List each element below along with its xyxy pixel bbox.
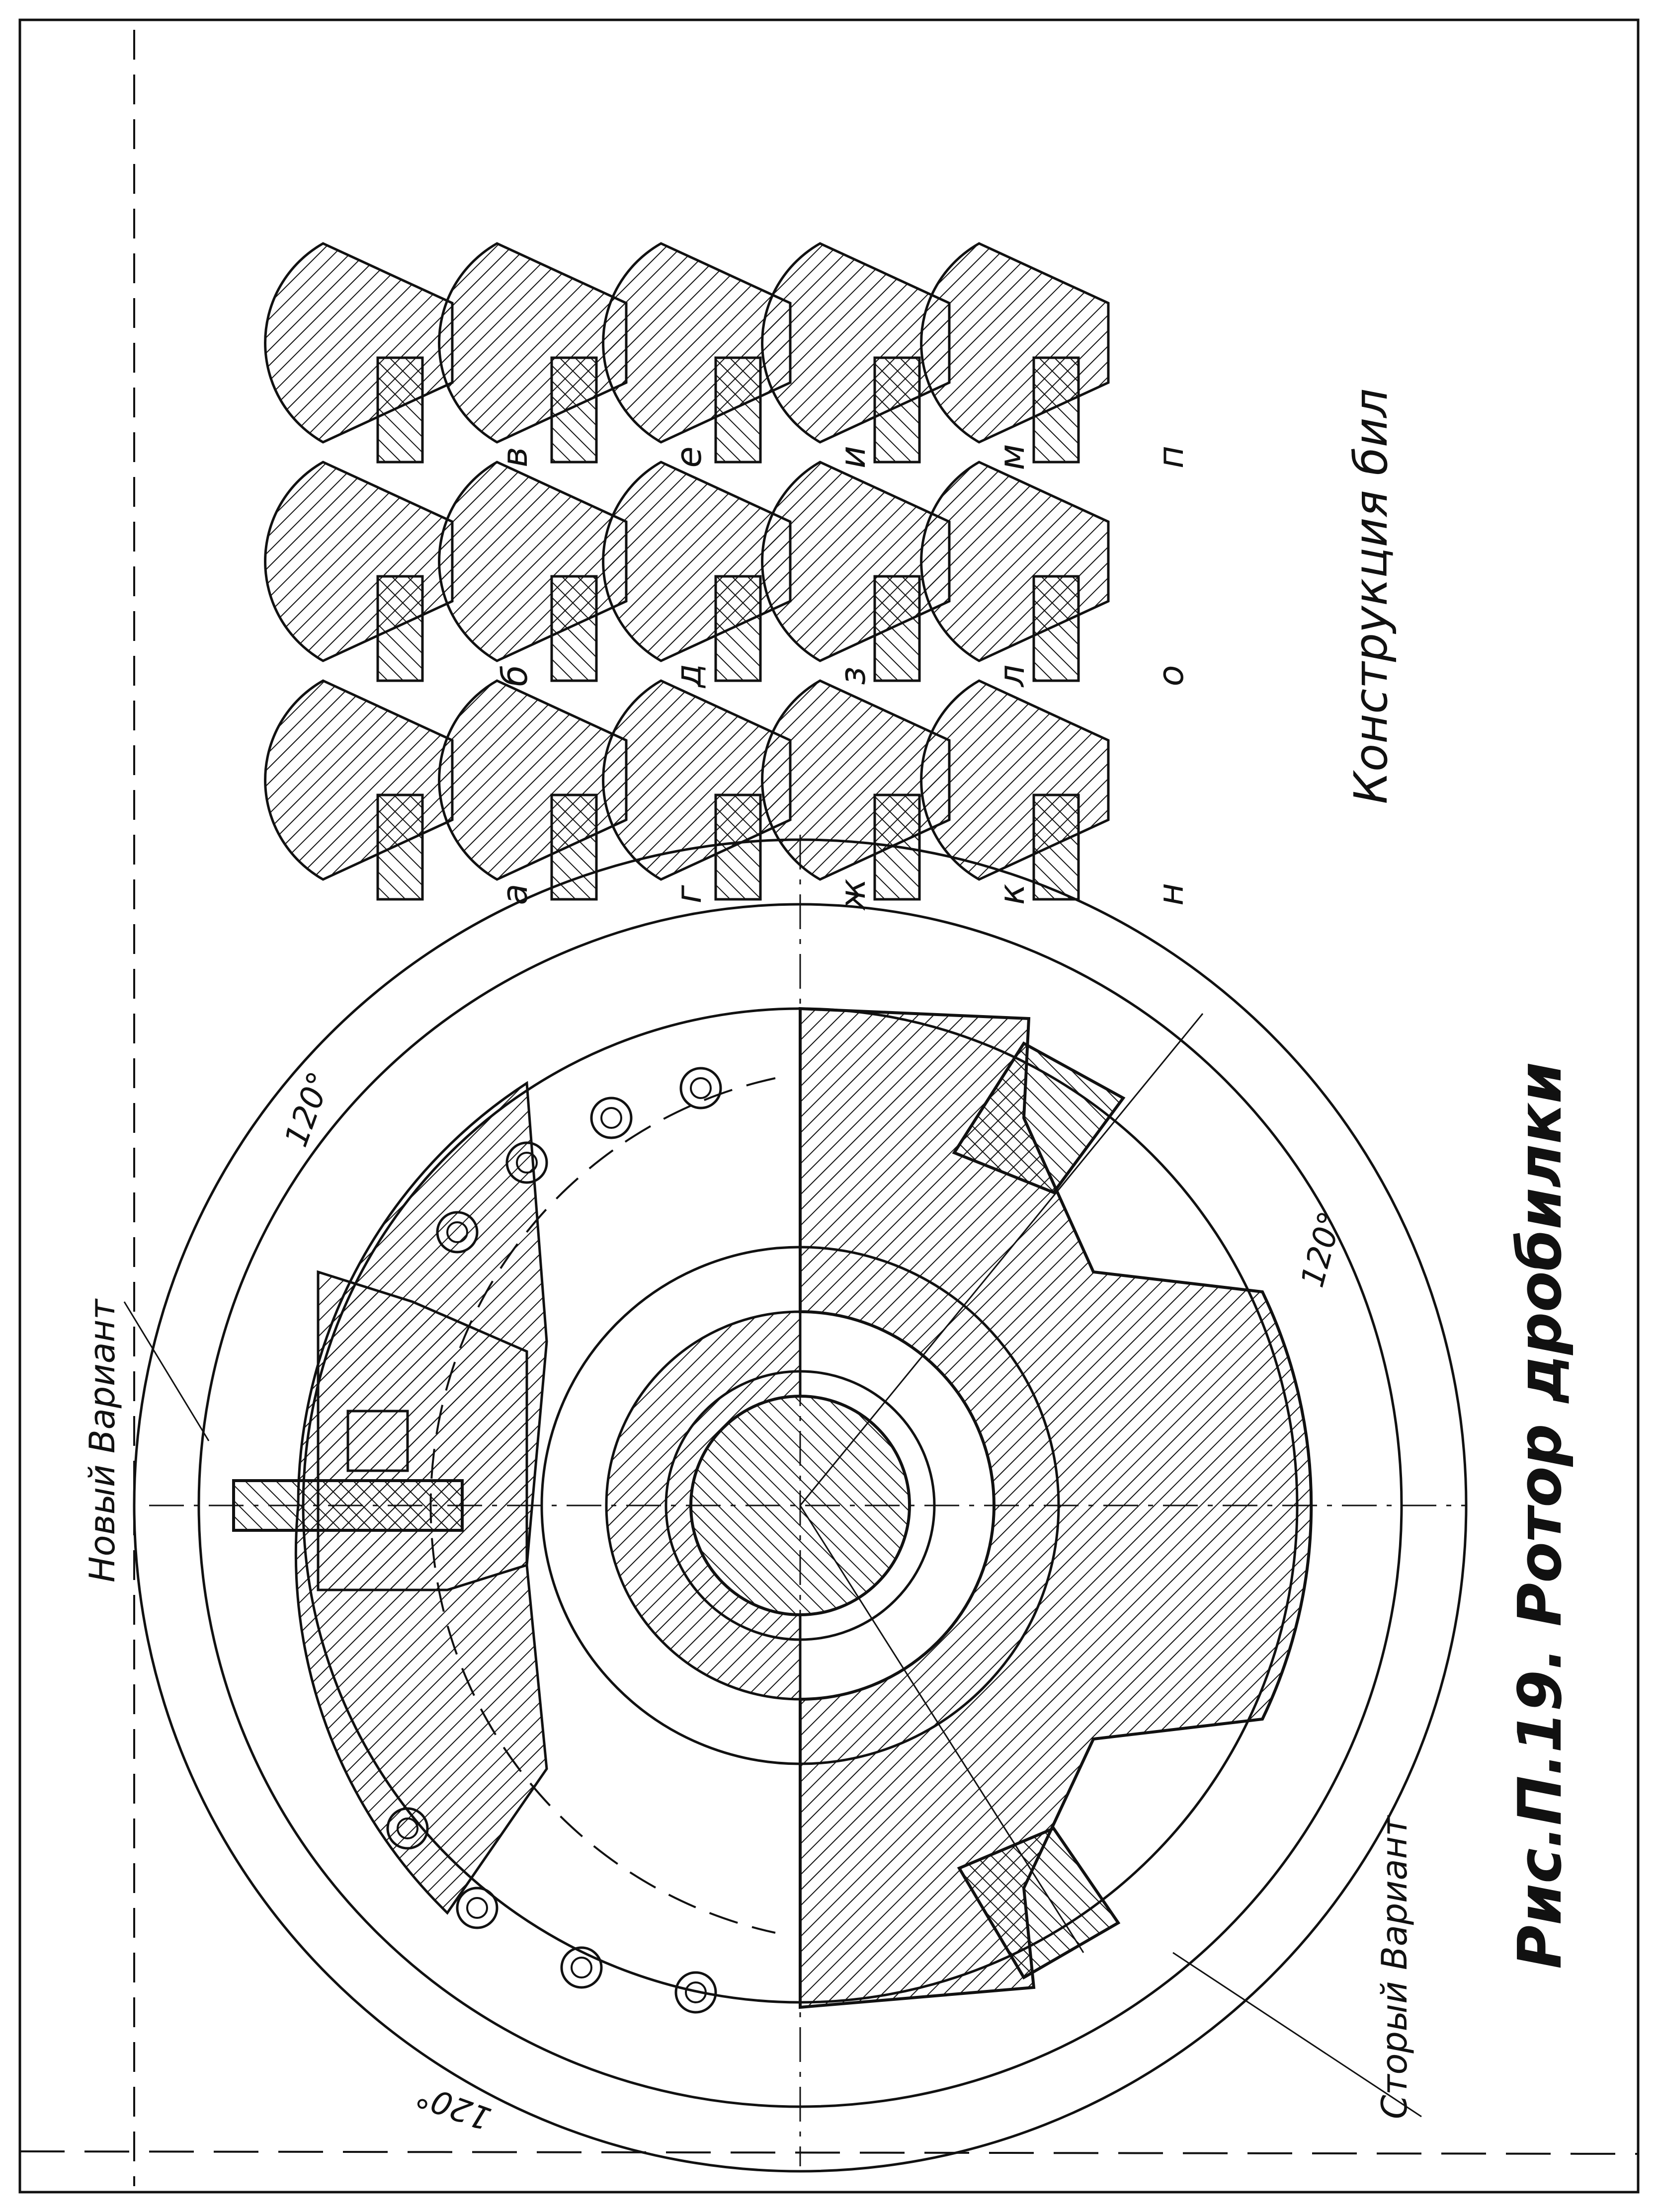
- detail-body: [438, 461, 628, 662]
- detail-body: [264, 242, 454, 444]
- detail-blow-bar: [1032, 575, 1080, 682]
- figure-caption: Рис.П.19. Ротор дробилки: [1506, 1062, 1575, 1969]
- leader-new: [123, 1301, 210, 1441]
- detail-14: о: [920, 461, 1191, 687]
- new-variant-label: Новый Вариант: [82, 1298, 123, 1582]
- new-variant-wedge: [346, 1410, 409, 1472]
- angle-label-right: 120°: [1294, 1208, 1349, 1291]
- detail-1: а: [264, 679, 535, 905]
- angle-label-left: 120°: [412, 2076, 496, 2137]
- detail-body: [920, 242, 1110, 444]
- detail-blow-bar: [376, 793, 424, 901]
- rim-circle: [197, 903, 1403, 2108]
- detail-letter: д: [668, 664, 709, 688]
- detail-blow-bar: [1032, 793, 1080, 901]
- detail-5: д: [438, 461, 709, 688]
- detail-blow-bar: [550, 356, 598, 464]
- sheet-border: [18, 18, 1640, 2194]
- detail-4: г: [438, 679, 709, 903]
- detail-15: п: [920, 242, 1191, 469]
- old-variant-blow-bar-bottom: [957, 1826, 1121, 1980]
- detail-11: л: [761, 461, 1032, 688]
- detail-letter: п: [1151, 446, 1191, 469]
- detail-blow-bar: [714, 793, 762, 901]
- construction-title: Конструкция бил: [1344, 389, 1398, 804]
- detail-8: з: [602, 461, 873, 685]
- detail-blow-bar: [550, 575, 598, 682]
- new-variant-blow-bar: [232, 1479, 464, 1532]
- detail-body: [920, 679, 1110, 881]
- detail-blow-bar: [873, 575, 921, 682]
- detail-blow-bar: [1032, 356, 1080, 464]
- leader-old-2: [799, 1505, 1084, 1953]
- detail-letter: а: [495, 884, 535, 905]
- binding-line-bottom: [19, 2150, 1639, 2155]
- detail-blow-bar: [376, 575, 424, 682]
- detail-blow-bar: [714, 356, 762, 464]
- detail-letter: е: [668, 446, 709, 468]
- detail-letter: г: [668, 884, 709, 903]
- bolt-holes: [386, 1067, 722, 2014]
- detail-6: е: [438, 242, 709, 468]
- old-variant-blow-bar-top: [952, 1041, 1126, 1194]
- detail-blow-bar: [376, 356, 424, 464]
- detail-letter: и: [832, 446, 873, 469]
- detail-7: ж: [602, 679, 873, 911]
- detail-letter: м: [992, 444, 1032, 471]
- detail-letter: л: [992, 665, 1032, 688]
- shaft-ring: [664, 1370, 936, 1641]
- detail-letter: ж: [832, 878, 873, 911]
- detail-body: [438, 679, 628, 881]
- detail-12: м: [761, 242, 1032, 471]
- detail-body: [264, 679, 454, 881]
- detail-body: [264, 461, 454, 662]
- detail-letter: з: [832, 666, 873, 685]
- detail-body: [438, 242, 628, 444]
- detail-13: н: [920, 679, 1191, 906]
- detail-letter: н: [1151, 883, 1191, 906]
- detail-blow-bar: [550, 793, 598, 901]
- old-variant-label: Сторый Вариант: [1374, 1815, 1415, 2119]
- detail-10: к: [761, 679, 1032, 905]
- rotor-drawing: [123, 835, 1468, 2173]
- detail-blow-bar: [714, 575, 762, 682]
- detail-9: и: [602, 242, 873, 469]
- detail-blow-bar: [873, 793, 921, 901]
- leader-old: [799, 1013, 1204, 1506]
- detail-letter: о: [1151, 665, 1191, 687]
- detail-letter: к: [992, 884, 1032, 905]
- detail-blow-bar: [873, 356, 921, 464]
- old-variant-rotor-section: [799, 1007, 1313, 2009]
- detail-2: б: [264, 461, 535, 687]
- leader-old-label: [1172, 1952, 1422, 2118]
- detail-body: [920, 461, 1110, 662]
